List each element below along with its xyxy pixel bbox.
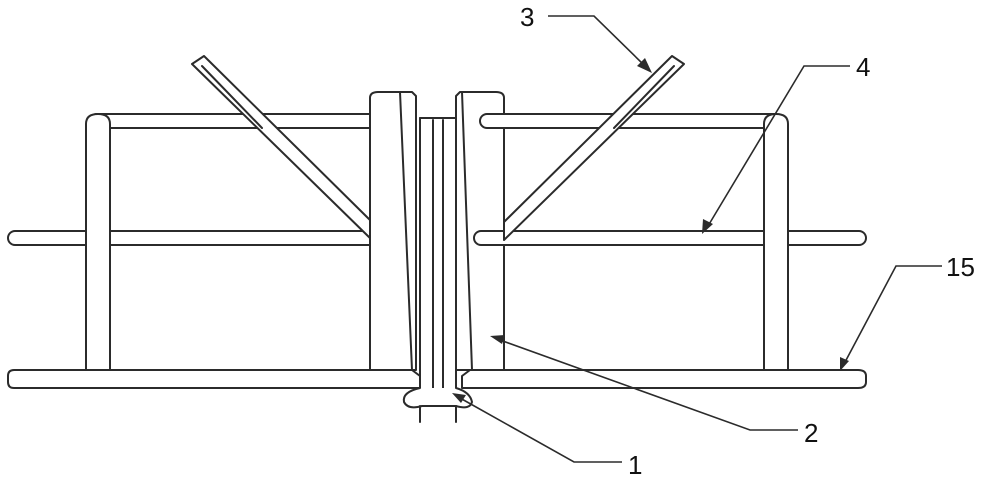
arrow-4 <box>702 219 713 234</box>
callout-labels: 3 4 15 2 1 <box>520 2 975 480</box>
callout-4: 4 <box>856 52 870 82</box>
callout-2: 2 <box>804 418 818 448</box>
right-base-plate <box>461 369 867 389</box>
left-upright-edge <box>399 91 413 371</box>
left-brace-slot <box>201 65 263 129</box>
right-brace-slot <box>613 65 675 129</box>
right-vertical-post <box>763 113 789 371</box>
arrow-15 <box>840 357 849 371</box>
arrow-2 <box>490 335 505 344</box>
leader-2 <box>499 339 798 431</box>
callout-15: 15 <box>946 252 975 282</box>
right-middle-rail <box>473 230 867 246</box>
arrow-1 <box>452 393 466 403</box>
leaders <box>452 15 942 463</box>
left-vertical-post <box>85 113 111 371</box>
leader-3 <box>548 15 646 67</box>
left-frame <box>7 55 421 389</box>
left-top-rail <box>89 113 395 129</box>
right-upright-edge <box>461 91 473 371</box>
arrow-3 <box>637 58 652 73</box>
left-inner-upright <box>369 91 417 371</box>
left-base-plate <box>7 369 421 389</box>
right-frame <box>455 55 867 389</box>
slot-bottom-bulb <box>402 387 473 409</box>
callout-3: 3 <box>520 2 534 32</box>
leader-1 <box>459 397 622 463</box>
leader-4 <box>707 65 850 227</box>
callout-1: 1 <box>628 450 642 480</box>
leader-15 <box>843 265 942 365</box>
left-middle-rail <box>7 230 401 246</box>
